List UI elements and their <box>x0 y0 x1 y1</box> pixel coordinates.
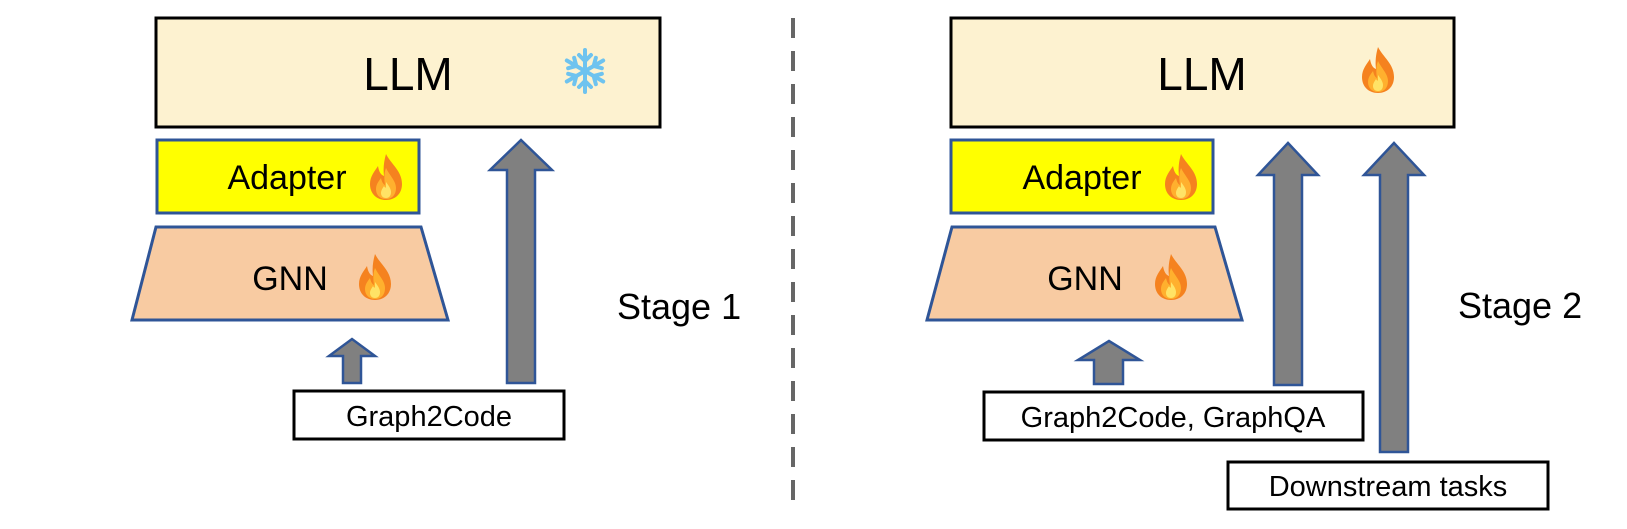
stage2-downstream-box: Downstream tasks <box>1226 460 1550 511</box>
stage2-title: Stage 2 <box>1458 285 1582 326</box>
stage1-gnn-label: GNN <box>252 260 328 298</box>
stage2-data-to-gnn-arrow <box>1073 339 1145 386</box>
stage2-gnn-label: GNN <box>1047 260 1123 298</box>
stage2-gnn-block: GNN <box>925 225 1244 322</box>
stage2-data-label: Graph2Code, GraphQA <box>1021 402 1326 434</box>
stage2-llm-block: LLM <box>949 16 1456 129</box>
stage1-data-label: Graph2Code <box>346 401 512 433</box>
stage1-adapter-label: Adapter <box>227 159 346 197</box>
stage1-data-box: Graph2Code <box>292 389 566 441</box>
stage1-adapter-block: Adapter <box>155 138 421 215</box>
stage2-adapter-block: Adapter <box>949 138 1215 215</box>
stage2-data-to-llm-arrow <box>1255 141 1321 387</box>
stage2-adapter-label: Adapter <box>1022 159 1141 197</box>
stage2-data-box: Graph2Code, GraphQA <box>982 390 1365 442</box>
stage2-downstream-label: Downstream tasks <box>1269 471 1508 503</box>
stage2-llm-label: LLM <box>1157 48 1246 100</box>
stage2-panel: LLM Adapter GNN Graph2Code, GraphQA Down… <box>925 16 1582 511</box>
stage1-title: Stage 1 <box>617 286 741 327</box>
stage1-gnn-block: GNN <box>130 225 450 322</box>
stage1-llm-block: LLM <box>154 16 662 129</box>
stage1-llm-label: LLM <box>363 48 452 100</box>
stage2-downstream-to-llm-arrow <box>1361 141 1427 454</box>
stage1-data-to-gnn-arrow <box>325 337 379 385</box>
stage1-data-to-llm-arrow <box>486 138 556 385</box>
stage1-panel: LLM Adapter GNN Graph2Code Stage 1 <box>130 16 741 441</box>
